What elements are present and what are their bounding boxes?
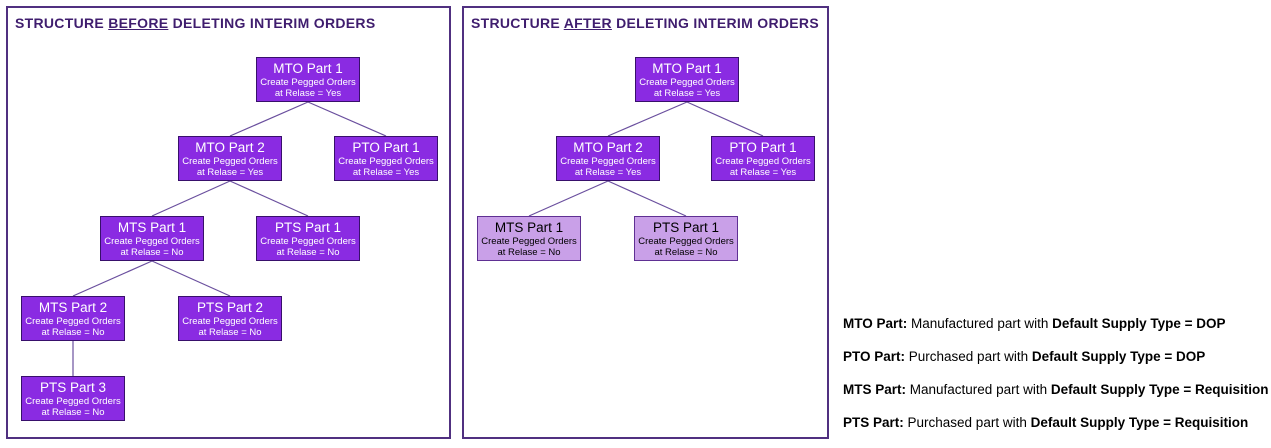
node-subtext: Create Pegged Orders (481, 236, 577, 247)
node-title: MTO Part 1 (652, 61, 722, 76)
legend-supply-type: Default Supply Type = Requisition (1030, 415, 1249, 430)
tree-node-mts-part-1: MTS Part 1 Create Pegged Orders at Relas… (100, 216, 204, 261)
before-connector-lines (72, 101, 387, 376)
node-subtext: at Relase = No (41, 327, 105, 338)
legend-row-mts: MTS Part: Manufactured part with Default… (843, 382, 1269, 397)
node-subtext: Create Pegged Orders (25, 316, 121, 327)
legend-row-mto: MTO Part: Manufactured part with Default… (843, 316, 1269, 331)
tree-node-pts-part-3: PTS Part 3 Create Pegged Orders at Relas… (21, 376, 125, 421)
tree-node-pto-part-1: PTO Part 1 Create Pegged Orders at Relas… (711, 136, 815, 181)
node-title: MTO Part 2 (195, 140, 265, 155)
title-prefix: STRUCTURE (471, 15, 564, 31)
node-title: MTO Part 1 (273, 61, 343, 76)
node-subtext: at Relase = No (41, 407, 105, 418)
after-panel-title: STRUCTURE AFTER DELETING INTERIM ORDERS (471, 15, 819, 31)
connector-line (686, 101, 764, 137)
legend-supply-type: Default Supply Type = DOP (1052, 316, 1226, 331)
connector-line (151, 180, 231, 217)
legend-supply-type: Default Supply Type = Requisition (1050, 382, 1269, 397)
node-subtext: at Relase = Yes (653, 88, 721, 99)
legend-description: Purchased part with (903, 415, 1031, 430)
legend-term: PTO Part: (843, 349, 906, 364)
node-subtext: at Relase = Yes (574, 167, 642, 178)
node-subtext: at Relase = No (276, 247, 340, 258)
node-subtext: Create Pegged Orders (638, 236, 734, 247)
after-structure-panel: STRUCTURE AFTER DELETING INTERIM ORDERS … (462, 6, 829, 439)
after-connector-lines (528, 101, 764, 217)
node-subtext: at Relase = Yes (274, 88, 342, 99)
tree-node-mts-part-2: MTS Part 2 Create Pegged Orders at Relas… (21, 296, 125, 341)
tree-node-mto-part-1: MTO Part 1 Create Pegged Orders at Relas… (635, 57, 739, 102)
node-subtext: Create Pegged Orders (639, 77, 735, 88)
connector-line (607, 101, 688, 137)
legend-description: Manufactured part with (906, 382, 1051, 397)
node-title: PTO Part 1 (729, 140, 797, 155)
node-title: MTS Part 1 (494, 220, 564, 235)
tree-node-mto-part-2: MTO Part 2 Create Pegged Orders at Relas… (556, 136, 660, 181)
connector-line (229, 101, 309, 137)
node-subtext: Create Pegged Orders (182, 316, 278, 327)
tree-node-mto-part-2: MTO Part 2 Create Pegged Orders at Relas… (178, 136, 282, 181)
node-subtext: at Relase = No (654, 247, 718, 258)
legend-term: MTO Part: (843, 316, 908, 331)
legend-term: PTS Part: (843, 415, 904, 430)
node-subtext: Create Pegged Orders (560, 156, 656, 167)
connector-line (307, 101, 387, 137)
legend-description: Manufactured part with (907, 316, 1053, 331)
tree-node-pto-part-1: PTO Part 1 Create Pegged Orders at Relas… (334, 136, 438, 181)
title-suffix: DELETING INTERIM ORDERS (611, 15, 819, 31)
tree-node-mts-part-1: MTS Part 1 Create Pegged Orders at Relas… (477, 216, 581, 261)
legend-row-pto: PTO Part: Purchased part with Default Su… (843, 349, 1269, 364)
connector-line (528, 180, 609, 217)
title-suffix: DELETING INTERIM ORDERS (168, 15, 376, 31)
node-title: PTO Part 1 (352, 140, 420, 155)
title-emphasis: AFTER (563, 15, 612, 31)
node-subtext: Create Pegged Orders (25, 396, 121, 407)
legend-supply-type: Default Supply Type = DOP (1031, 349, 1206, 364)
node-title: PTS Part 2 (196, 300, 264, 315)
node-subtext: Create Pegged Orders (260, 236, 356, 247)
legend-row-pts: PTS Part: Purchased part with Default Su… (843, 415, 1269, 430)
legend-description: Purchased part with (905, 349, 1032, 364)
connector-line (229, 180, 309, 217)
node-subtext: at Relase = No (497, 247, 561, 258)
tree-node-pts-part-2: PTS Part 2 Create Pegged Orders at Relas… (178, 296, 282, 341)
tree-node-pts-part-1: PTS Part 1 Create Pegged Orders at Relas… (256, 216, 360, 261)
title-emphasis: BEFORE (108, 15, 169, 31)
node-subtext: at Relase = Yes (352, 167, 420, 178)
connector-line (151, 260, 231, 297)
connector-line (607, 180, 687, 217)
node-title: PTS Part 1 (652, 220, 720, 235)
before-structure-panel: STRUCTURE BEFORE DELETING INTERIM ORDERS… (6, 6, 451, 439)
node-subtext: Create Pegged Orders (338, 156, 434, 167)
node-subtext: Create Pegged Orders (715, 156, 811, 167)
node-subtext: at Relase = Yes (196, 167, 264, 178)
node-title: PTS Part 3 (39, 380, 107, 395)
node-subtext: at Relase = Yes (729, 167, 797, 178)
node-title: PTS Part 1 (274, 220, 342, 235)
node-subtext: at Relase = No (120, 247, 184, 258)
node-subtext: at Relase = No (198, 327, 262, 338)
tree-node-pts-part-1: PTS Part 1 Create Pegged Orders at Relas… (634, 216, 738, 261)
part-type-legend: MTO Part: Manufactured part with Default… (843, 316, 1269, 448)
node-subtext: Create Pegged Orders (104, 236, 200, 247)
connector-line (72, 260, 153, 297)
node-title: MTS Part 2 (38, 300, 108, 315)
tree-node-mto-part-1: MTO Part 1 Create Pegged Orders at Relas… (256, 57, 360, 102)
node-title: MTO Part 2 (573, 140, 643, 155)
node-title: MTS Part 1 (117, 220, 187, 235)
legend-term: MTS Part: (843, 382, 907, 397)
before-panel-title: STRUCTURE BEFORE DELETING INTERIM ORDERS (15, 15, 375, 31)
title-prefix: STRUCTURE (15, 15, 109, 31)
node-subtext: Create Pegged Orders (182, 156, 278, 167)
node-subtext: Create Pegged Orders (260, 77, 356, 88)
